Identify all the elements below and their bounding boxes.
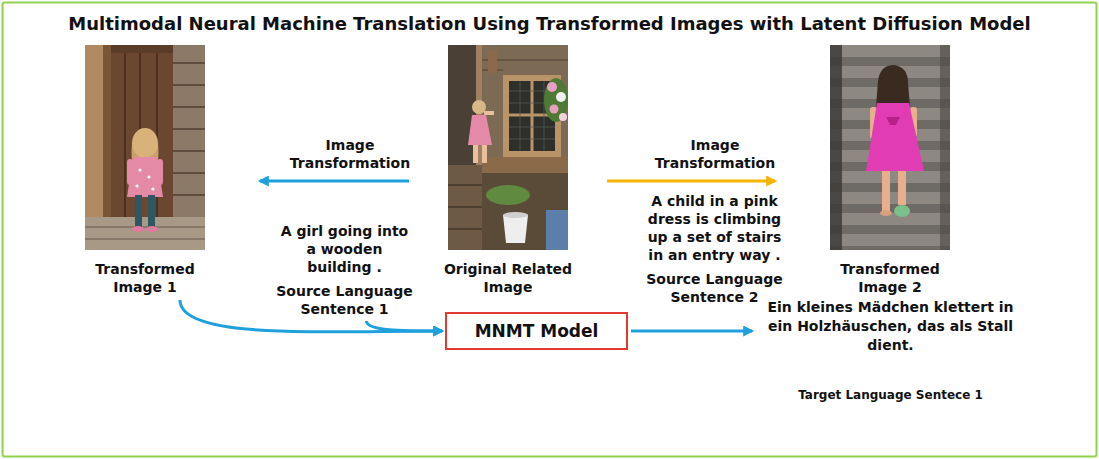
- transformed-photo-1: [173, 106, 205, 108]
- transformed-photo-2: [886, 117, 900, 125]
- transformed-photo-2: [830, 45, 950, 250]
- transformed-photo-2: [830, 45, 842, 250]
- original-photo: [486, 185, 530, 205]
- original-photo: [472, 100, 486, 114]
- transformed-photo-1: [132, 226, 144, 232]
- image-caption: Transformed Image 1: [70, 260, 220, 296]
- image-caption: Transformed Image 2: [815, 260, 965, 296]
- text-block: Ein kleines Mädchen klettert in ein Holz…: [758, 298, 1023, 403]
- transformed-photo-1: [173, 194, 205, 196]
- original-photo: [482, 173, 568, 250]
- target-caption: Target Language Sentece 1: [758, 387, 1023, 403]
- original-photo: [509, 127, 555, 128]
- source-sentence: A child in a pink dress is climbing up a…: [640, 192, 790, 264]
- transformed-photo-1: [85, 238, 205, 240]
- transformed-photo-2: [880, 210, 892, 216]
- text-block: A girl going into a wooden building . Sou…: [262, 222, 427, 318]
- model-label: MNMT Model: [455, 320, 618, 342]
- image-space: [815, 45, 965, 250]
- transformed-photo-1: [173, 84, 205, 86]
- original-photo: [547, 82, 557, 92]
- original-photo: [546, 210, 568, 250]
- transformed-photo-1: [173, 150, 205, 152]
- transformed-photo-2: [894, 205, 910, 217]
- transformed-photo-1: [138, 168, 141, 171]
- original-photo: [503, 215, 528, 243]
- transformed-photo-1: [173, 62, 205, 64]
- original-photo: [468, 115, 492, 145]
- original-photo: [509, 139, 555, 140]
- sentence-caption: Source Language Sentence 1: [262, 282, 427, 318]
- flow-arrow: [260, 180, 409, 183]
- transformed-photo-1: [146, 226, 158, 232]
- model-box: MNMT Model: [445, 312, 628, 350]
- image-space: [70, 45, 220, 250]
- transformed-photo-1: [124, 53, 126, 219]
- transformed-photo-1: [85, 226, 205, 228]
- flow-arrow: [631, 330, 752, 333]
- transformed-photo-1: [135, 184, 138, 187]
- original-photo: [488, 49, 497, 73]
- transformed-photo-1: [85, 45, 205, 250]
- transformed-photo-1: [85, 45, 205, 250]
- original-photo: [448, 228, 482, 230]
- original-photo: [482, 145, 487, 163]
- transformed-photo-1: [151, 187, 154, 190]
- image-panel: Transformed Image 2: [815, 45, 965, 296]
- original-photo: [448, 45, 476, 165]
- title-wrap: Multimodal Neural Machine Translation Us…: [0, 13, 1099, 35]
- transformed-photo-2: [830, 45, 950, 250]
- transformed-photo-2: [830, 45, 950, 57]
- original-photo: [448, 184, 482, 186]
- original-photo: [448, 165, 482, 250]
- original-photo: [448, 45, 568, 250]
- image-caption: Original Related Image: [423, 260, 593, 296]
- transformed-photo-2: [876, 65, 910, 107]
- flow-arrow: [607, 180, 775, 183]
- transformed-photo-1: [173, 128, 205, 130]
- original-photo: [448, 206, 482, 208]
- transformed-photo-1: [135, 195, 142, 227]
- original-photo: [473, 145, 478, 163]
- original-photo: [556, 92, 566, 102]
- edge-label: Image Transformation: [640, 136, 790, 172]
- diagram-title: Multimodal Neural Machine Translation Us…: [68, 13, 1030, 35]
- transformed-photo-1: [147, 175, 150, 178]
- original-photo: [550, 105, 559, 114]
- transformed-photo-2: [882, 171, 890, 211]
- transformed-photo-1: [148, 195, 155, 227]
- target-sentence: Ein kleines Mädchen klettert in ein Holz…: [758, 298, 1023, 355]
- text-block: A child in a pink dress is climbing up a…: [632, 192, 797, 306]
- image-panel: Transformed Image 1: [70, 45, 220, 296]
- flow-arrow: [367, 321, 443, 331]
- original-photo: [503, 212, 528, 218]
- transformed-photo-1: [111, 53, 173, 219]
- original-photo: [484, 111, 494, 115]
- edge-label: Image Transformation: [275, 136, 425, 172]
- transformed-photo-2: [898, 171, 906, 205]
- original-photo: [482, 157, 568, 173]
- image-panel: Original Related Image: [423, 45, 593, 296]
- original-photo: [559, 113, 567, 121]
- transformed-photo-1: [173, 172, 205, 174]
- transformed-photo-1: [132, 128, 158, 158]
- original-photo: [448, 45, 568, 250]
- transformed-photo-2: [830, 234, 950, 246]
- source-sentence: A girl going into a wooden building .: [280, 222, 410, 276]
- original-photo: [520, 81, 521, 151]
- original-photo: [544, 78, 568, 122]
- image-space: [423, 45, 593, 250]
- transformed-photo-1: [85, 217, 205, 250]
- transformed-photo-2: [940, 45, 950, 250]
- outer-frame: [3, 3, 1097, 457]
- original-photo: [544, 81, 545, 151]
- transformed-photo-1: [127, 157, 163, 197]
- transformed-photo-2: [866, 103, 924, 171]
